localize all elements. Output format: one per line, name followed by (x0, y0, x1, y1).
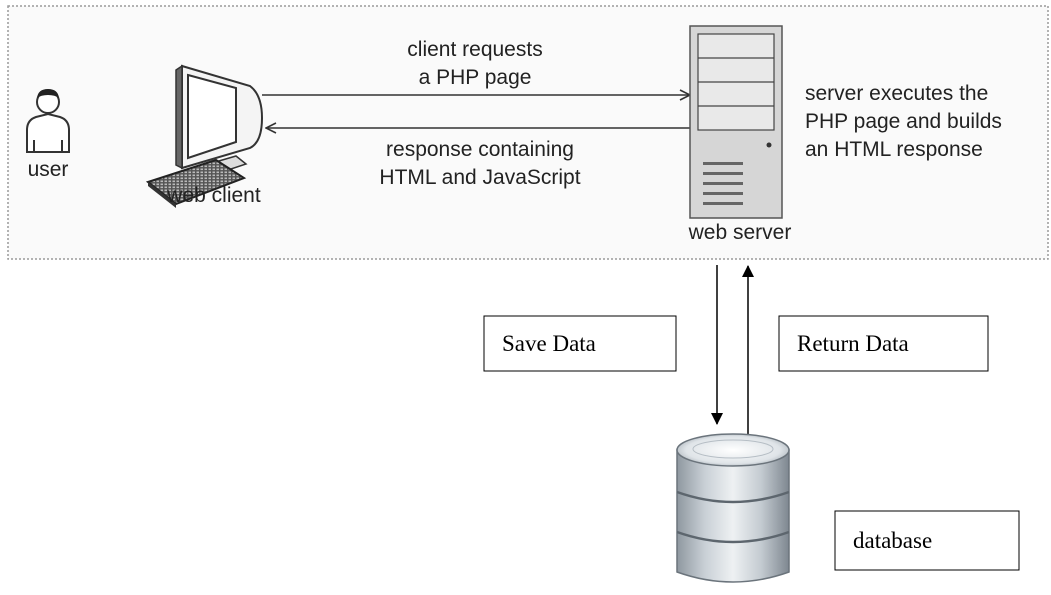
save-data-label: Save Data (502, 331, 596, 356)
server-note-line2: PHP page and builds (805, 110, 1002, 133)
database-icon (676, 433, 790, 583)
request-label-line1: client requests (407, 38, 542, 61)
request-label-line2: a PHP page (419, 66, 532, 89)
database-label: database (853, 528, 932, 553)
response-label-line1: response containing (386, 138, 574, 161)
web-server-label: web server (688, 221, 792, 244)
return-data-label: Return Data (797, 331, 909, 356)
return-data-box (778, 315, 989, 372)
database-box (834, 510, 1020, 571)
response-label-line2: HTML and JavaScript (379, 166, 580, 189)
user-label: user (28, 158, 69, 181)
server-note-line3: an HTML response (805, 138, 983, 161)
computer-icon (145, 64, 264, 208)
server-icon (689, 25, 783, 219)
save-data-box (483, 315, 677, 372)
user-icon (26, 89, 70, 153)
web-client-label: web client (166, 184, 261, 207)
server-note-line1: server executes the (805, 82, 988, 105)
